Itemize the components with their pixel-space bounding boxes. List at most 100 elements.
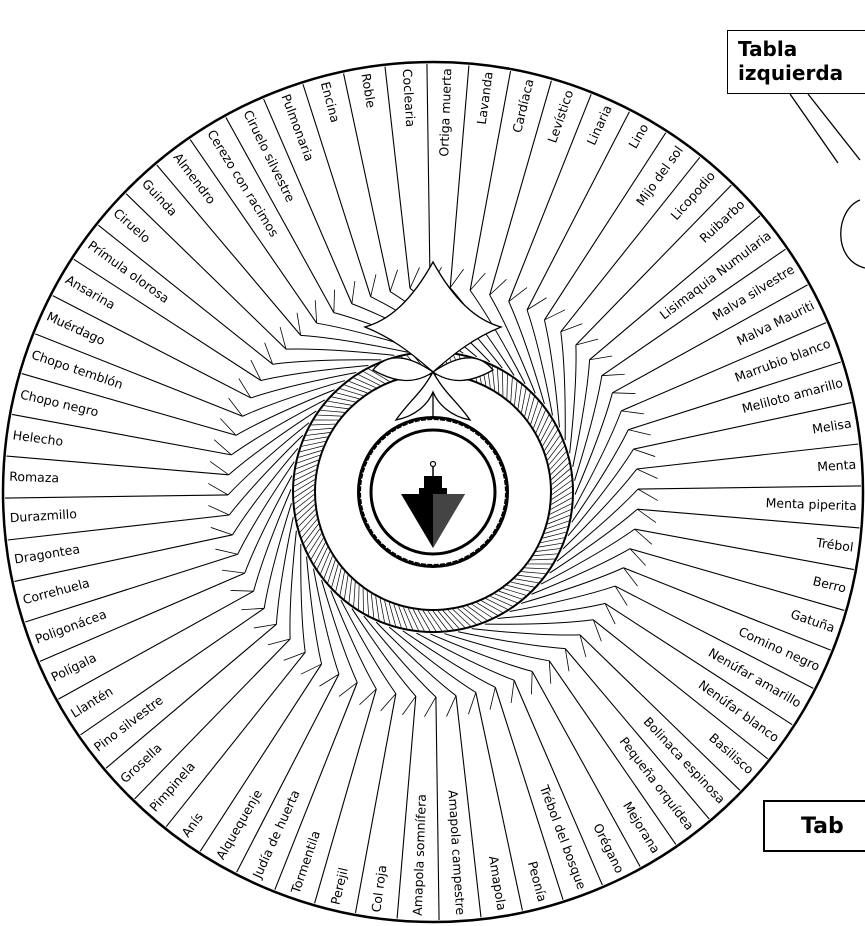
plant-label-text: Pimpinela bbox=[146, 759, 198, 815]
hatch-line bbox=[495, 594, 517, 603]
hatch-line bbox=[344, 385, 367, 393]
hatch-line bbox=[543, 425, 555, 446]
divider-line bbox=[237, 674, 339, 872]
divider-line bbox=[565, 649, 709, 819]
divider-line bbox=[264, 99, 352, 304]
petal-tip bbox=[241, 608, 264, 609]
plant-label-text: Roble bbox=[358, 72, 378, 109]
hatch-line bbox=[551, 492, 572, 504]
petal-tip bbox=[208, 483, 228, 494]
plant-label-text: Romaza bbox=[9, 469, 59, 486]
spiral-stroke bbox=[444, 634, 549, 661]
plant-label-text: Bolinaca espinosa bbox=[641, 714, 729, 807]
spiral-stroke bbox=[290, 531, 296, 639]
plant-label-text: Encina bbox=[318, 80, 343, 124]
hatch-line bbox=[472, 604, 492, 617]
plant-label-text: Muérdago bbox=[44, 308, 107, 348]
hatch-line bbox=[354, 378, 376, 388]
plant-label-text: Mijo del sol bbox=[633, 143, 686, 209]
plant-label-text: Melisa bbox=[811, 415, 852, 436]
divider-line bbox=[74, 259, 261, 380]
spiral-stroke bbox=[575, 376, 602, 481]
divider-line bbox=[5, 495, 228, 498]
hatch-line bbox=[531, 559, 555, 560]
petal-tip bbox=[549, 661, 550, 684]
hatch-line bbox=[321, 552, 330, 574]
hatch-line bbox=[514, 579, 538, 583]
spiral-stroke bbox=[273, 360, 381, 364]
plant-label-text: Almendro bbox=[170, 150, 219, 207]
petal-tip bbox=[222, 570, 245, 573]
spiral-stroke bbox=[238, 462, 295, 555]
spiral-stroke bbox=[403, 631, 496, 688]
plant-label-text: Licopodio bbox=[667, 168, 718, 223]
hatch-line bbox=[525, 393, 531, 416]
spiral-stroke bbox=[229, 435, 303, 515]
spiral-stroke bbox=[313, 569, 338, 674]
petal-tip bbox=[390, 270, 397, 292]
hatch-line bbox=[399, 606, 407, 629]
plant-label-text: Gatuña bbox=[789, 606, 837, 635]
spiral-stroke bbox=[572, 430, 629, 523]
plant-label-text: Ortiga muerta bbox=[436, 68, 454, 157]
hatch-line bbox=[518, 385, 522, 409]
divider-line bbox=[576, 185, 731, 345]
hatch-line bbox=[549, 509, 571, 519]
plant-label-text: Trébol bbox=[814, 535, 854, 555]
hatch-line bbox=[371, 594, 373, 618]
hatch-line bbox=[332, 397, 356, 402]
petal-tip bbox=[468, 692, 475, 714]
hatch-line bbox=[324, 406, 348, 409]
hatch-line bbox=[511, 378, 513, 402]
hatch-line bbox=[423, 611, 436, 631]
hatch-line bbox=[302, 441, 326, 446]
divider-line bbox=[544, 133, 665, 320]
divider-line bbox=[527, 112, 629, 310]
plant-label-text: Grosella bbox=[117, 740, 165, 786]
hatch-line bbox=[380, 599, 384, 623]
hatch-line bbox=[349, 579, 352, 603]
hatch-line bbox=[518, 575, 542, 578]
petal-tip bbox=[637, 509, 656, 522]
hatch-line bbox=[538, 543, 562, 547]
hatch-line bbox=[359, 585, 360, 609]
plant-label-text: Chopo negro bbox=[19, 387, 100, 420]
hatch-line bbox=[514, 381, 517, 405]
plant-label-text: Helecho bbox=[12, 427, 64, 449]
plant-label-text: Ruibarbo bbox=[696, 197, 747, 246]
hatch-line bbox=[403, 607, 412, 629]
divider-line bbox=[630, 549, 844, 611]
plant-label-text: Linaria bbox=[584, 103, 615, 148]
plant-label-text: Cardíaca bbox=[509, 77, 536, 134]
hatch-line bbox=[336, 568, 342, 591]
hatch-line bbox=[304, 437, 328, 441]
spiral-stroke bbox=[472, 629, 580, 635]
hatch-line bbox=[349, 381, 371, 390]
hatch-line bbox=[296, 460, 318, 469]
plant-label-text: Amapola bbox=[486, 855, 510, 912]
hatch-line bbox=[546, 521, 569, 529]
divider-line bbox=[514, 680, 602, 885]
hatch-line bbox=[294, 475, 315, 487]
hatch-line bbox=[308, 428, 332, 430]
divider-line bbox=[590, 216, 760, 360]
plant-label-text: Menta bbox=[817, 457, 857, 474]
hatch-line bbox=[311, 538, 323, 559]
hatch-line bbox=[418, 610, 430, 631]
divider-line bbox=[615, 586, 813, 688]
spiral-stroke bbox=[286, 349, 394, 355]
plant-label-text: Correhuela bbox=[21, 575, 91, 607]
table-label-box: Tab bbox=[763, 800, 865, 852]
petal-tip bbox=[371, 274, 376, 296]
hatch-line bbox=[408, 608, 418, 630]
left-table-callout: Tabla izquierda bbox=[727, 30, 865, 94]
plant-label-text: Alquequenje bbox=[213, 787, 265, 862]
petal-tip bbox=[231, 590, 254, 591]
plant-label-text: Col roja bbox=[368, 864, 389, 913]
divider-line bbox=[200, 664, 321, 851]
hatch-line bbox=[490, 596, 512, 606]
plant-label-text: Perejil bbox=[328, 866, 351, 906]
callout-title-line1: Tabla bbox=[738, 37, 865, 61]
plant-label-text: Pulmonaria bbox=[278, 92, 317, 163]
plant-label-text: Durazmillo bbox=[9, 506, 77, 525]
